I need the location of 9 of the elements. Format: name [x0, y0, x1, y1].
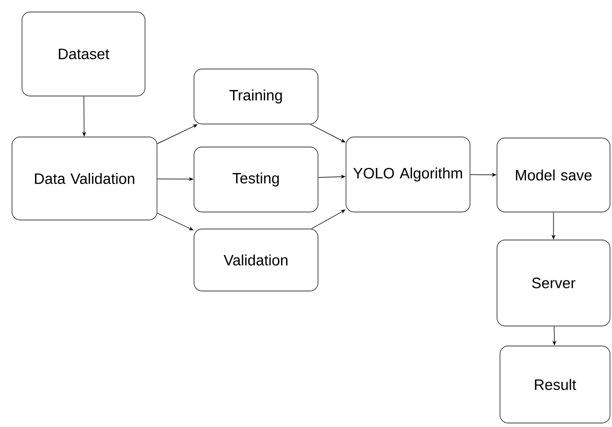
process-box: Dataset [22, 12, 146, 96]
process-box: Validation [194, 228, 318, 292]
process-box: Testing [194, 146, 318, 212]
process-box: Data Validation [12, 136, 158, 220]
process-box: Training [194, 68, 318, 124]
process-box: Result [500, 346, 610, 424]
process-box: Model save [496, 138, 610, 212]
process-box: YOLO Algorithm [346, 136, 470, 212]
process-box: Server [496, 240, 610, 326]
